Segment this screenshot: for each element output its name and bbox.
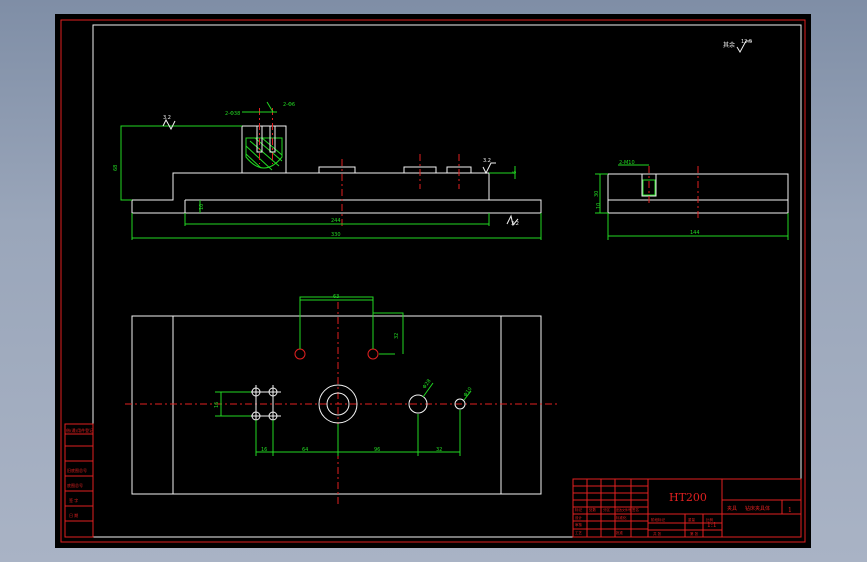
dim-side-holes: 2-M10 [619, 160, 635, 166]
front-outline [131, 172, 542, 214]
tb-label: 第 张 [690, 531, 699, 536]
dim-side-width-line [607, 213, 789, 240]
title-block-frame [572, 478, 802, 538]
roughness-c: 3.2 [511, 221, 519, 227]
dim-mid-line [184, 213, 490, 226]
dim-front-holes: 2-Φ38 [225, 111, 240, 117]
tb-label: 设计 [575, 515, 583, 520]
dim-plan-top-line [299, 296, 374, 349]
dim-plan-right-v-line [373, 312, 404, 355]
dim-plan-hole-b: Φ10 [463, 386, 474, 398]
dim-front-right: 6 [512, 171, 518, 174]
dim-plan-right-v: 32 [394, 333, 400, 339]
dim-plan-top: 63 [333, 294, 339, 300]
inner-border [92, 24, 802, 538]
front-section-hatch [245, 137, 283, 169]
tb-label: 比例 [706, 517, 714, 522]
tb-label: 签名 [632, 507, 639, 512]
dim-plan-b3: 96 [374, 447, 380, 453]
dim-side-height: 30 [594, 191, 600, 197]
plan-main-bore-outer [318, 384, 358, 424]
roughness-note: 其余 [723, 41, 735, 49]
dim-plan-left-v-line [215, 391, 251, 417]
cad-drawing: 其余 12.5 68 10 244 330 6 2-Φ38 2-Φ6 3.2 [60, 19, 806, 543]
plan-hole-large [408, 394, 428, 414]
dim-front-mid: 244 [331, 218, 341, 224]
tb-label: 共 张 [653, 531, 662, 536]
left-strip-frame [64, 423, 94, 538]
sheet-number: 1 [788, 507, 792, 514]
plan-crosshair [248, 385, 281, 423]
dim-side-inner: 10 [596, 203, 602, 209]
front-view: 68 10 244 330 6 2-Φ38 2-Φ6 3.2 3.2 3.2 [113, 101, 542, 240]
title-block-rows [573, 485, 648, 530]
roughness-b: 3.2 [483, 158, 491, 164]
front-step-line [184, 199, 489, 213]
tb-label: 分区 [603, 507, 611, 512]
tb-label: 阶段标记 [651, 517, 665, 522]
dim-front-height: 68 [113, 165, 119, 171]
side-thread-hatch [642, 179, 656, 196]
tb-label: 重量 [688, 517, 696, 522]
roughness-a: 3.2 [163, 115, 171, 121]
tb-label: 工艺 [575, 530, 583, 535]
title-block-cols [586, 479, 632, 537]
side-view: 2-M10 30 10 144 [594, 160, 789, 240]
title-block: HT200 1:1 1 夹具 钻床夹具体 标记 处数 分区 更改文件号 签名 设… [572, 478, 802, 538]
plan-hole [367, 348, 379, 360]
tb-label: 标准化 [616, 515, 627, 520]
plan-view: 63 32 16 16 64 96 32 Φ28 Φ10 [125, 294, 557, 504]
outer-border [60, 19, 806, 543]
drawing-sheet: 其余 12.5 68 10 244 330 6 2-Φ38 2-Φ6 3.2 [55, 14, 811, 548]
title-name: 钻床夹具体 [745, 505, 770, 512]
title-block-mid-grid [648, 513, 722, 537]
dim-front-pin: 2-Φ6 [283, 102, 295, 108]
left-strip-label: 签 字 [69, 497, 78, 503]
front-upright [241, 125, 287, 174]
left-strip-label: 旧底图总号 [67, 467, 87, 473]
left-strip: 借(通)用件登记 旧底图总号 底图总号 签 字 日 期 [64, 423, 94, 538]
leader-hole-a [422, 382, 434, 398]
dim-plan-hole-a: Φ28 [422, 378, 433, 390]
dim-side-width: 144 [690, 230, 700, 236]
roughness-symbol-icon [162, 118, 176, 131]
plan-outline [131, 315, 542, 495]
roughness-main-value: 12.5 [741, 39, 752, 45]
plan-hole [294, 348, 306, 360]
dim-plan-bottom-line [255, 410, 461, 456]
dim-total-line [131, 213, 542, 240]
material: HT200 [669, 491, 707, 504]
left-strip-label: 借(通)用件登记 [66, 427, 93, 433]
title-code: 夹具 [727, 505, 737, 512]
dim-height-line [120, 125, 242, 201]
dim-front-total: 330 [331, 232, 341, 238]
plan-main-bore-inner [326, 392, 350, 416]
dim-side-height-line [595, 173, 608, 214]
tb-label: 审核 [575, 522, 583, 527]
left-strip-label: 底图总号 [67, 482, 83, 488]
roughness-symbol-icon [736, 40, 752, 54]
leader-hole-b [463, 390, 472, 401]
front-boss-1 [318, 166, 356, 174]
tb-label: 处数 [589, 507, 597, 512]
roughness-symbol-icon [506, 214, 519, 227]
dim-plan-b2: 64 [302, 447, 308, 453]
roughness-symbol-icon [482, 162, 496, 175]
tb-label: 批准 [616, 530, 624, 535]
title-block-right-grid [722, 499, 801, 515]
tb-label: 标记 [575, 507, 583, 512]
scale-value: 1:1 [707, 522, 717, 529]
dim-front-inner: 10 [199, 204, 205, 210]
leader-holes [242, 101, 277, 113]
hatch-lines [245, 137, 283, 171]
dim-plan-left-v: 16 [214, 402, 220, 408]
plan-hole-small [454, 398, 466, 410]
dim-plan-b4: 32 [436, 447, 442, 453]
left-strip-label: 日 期 [69, 512, 78, 518]
left-strip-lines [65, 433, 93, 522]
tb-label: 更改文件号 [616, 507, 631, 512]
dim-right-line [489, 166, 516, 179]
dim-plan-b1: 16 [261, 447, 267, 453]
